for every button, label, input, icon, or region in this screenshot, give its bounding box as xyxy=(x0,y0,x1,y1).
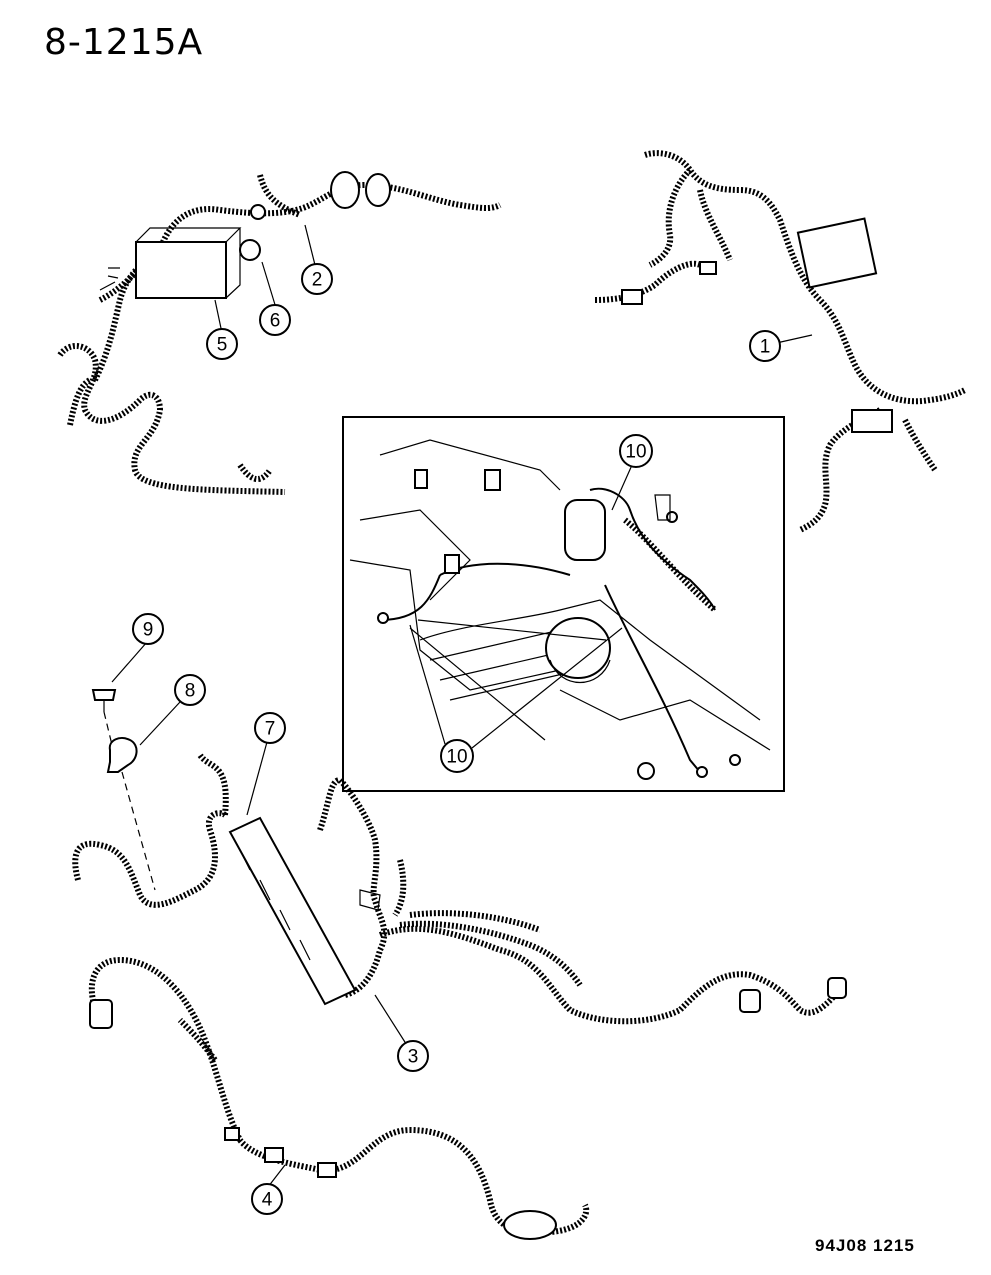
callout-1: 1 xyxy=(749,330,781,362)
inline-connector xyxy=(851,409,893,433)
figure-number: 8-1215A xyxy=(44,22,204,63)
callout-1-label: 1 xyxy=(760,337,771,358)
inset-frame xyxy=(342,416,785,792)
callout-7-label: 7 xyxy=(265,719,276,740)
callout-3-label: 3 xyxy=(408,1047,419,1068)
connector-body xyxy=(330,171,360,209)
p-clip xyxy=(106,737,138,773)
relay-part xyxy=(239,239,261,261)
callout-3: 3 xyxy=(397,1040,429,1072)
callout-6: 6 xyxy=(259,304,291,336)
harness-top-right xyxy=(594,150,967,533)
callout-4-label: 4 xyxy=(262,1190,273,1211)
drawing-code: 94J08 1215 xyxy=(815,1236,915,1255)
callout-7: 7 xyxy=(254,712,286,744)
harness-top-left xyxy=(57,171,502,495)
solenoid-part xyxy=(564,499,606,561)
callout-10-bottom: 10 xyxy=(440,739,474,773)
module-box xyxy=(135,241,227,299)
callout-10-top: 10 xyxy=(619,434,653,468)
callout-10-bottom-label: 10 xyxy=(446,747,467,768)
inset-engine-view xyxy=(342,416,785,792)
reservoir-cap xyxy=(545,617,611,679)
callout-5-label: 5 xyxy=(217,335,228,356)
callout-9: 9 xyxy=(132,613,164,645)
harness-bottom xyxy=(72,753,847,1240)
clip-and-bolt xyxy=(91,689,156,891)
callout-2: 2 xyxy=(301,263,333,295)
bolt-head xyxy=(91,689,117,701)
callout-4: 4 xyxy=(251,1183,283,1215)
callout-9-label: 9 xyxy=(143,620,154,641)
callout-5: 5 xyxy=(206,328,238,360)
callout-6-label: 6 xyxy=(270,311,281,332)
rail-bracket xyxy=(228,816,357,1006)
callout-2-label: 2 xyxy=(312,270,323,291)
callout-8-label: 8 xyxy=(185,681,196,702)
leader-lines xyxy=(111,224,813,1188)
callout-8: 8 xyxy=(174,674,206,706)
callout-10-top-label: 10 xyxy=(625,442,646,463)
control-module xyxy=(796,217,878,289)
